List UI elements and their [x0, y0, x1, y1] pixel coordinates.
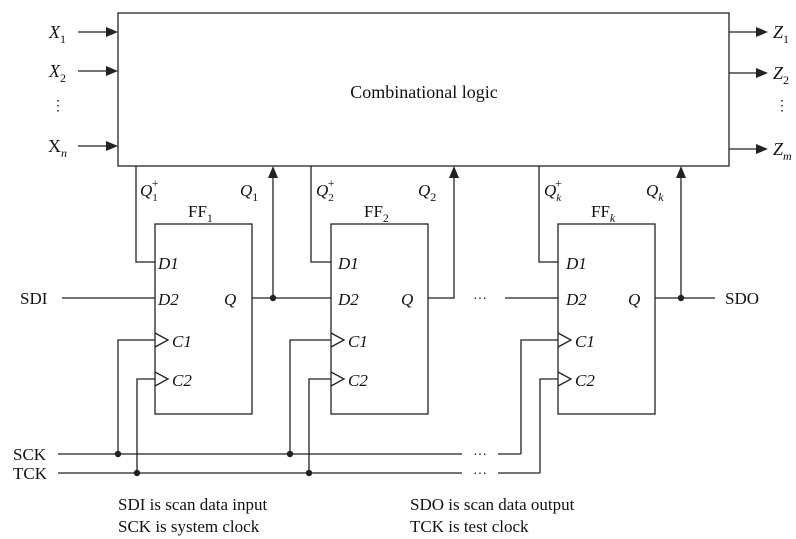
clock-wires: [58, 339, 558, 477]
svg-text:Q: Q: [224, 290, 236, 309]
svg-text:D1: D1: [565, 254, 587, 273]
chain-ellipsis: ···: [473, 292, 487, 307]
svg-text:C2: C2: [575, 371, 595, 390]
svg-text:D2: D2: [337, 290, 359, 309]
flipflop-2: FF2 D1 D2 Q C1 C2 Q2+ Q2: [310, 166, 436, 415]
combinational-logic-label: Combinational logic: [350, 82, 497, 102]
legend-sdo: SDO is scan data output: [410, 495, 575, 514]
combinational-logic-block: [117, 12, 730, 167]
ff1-title: FF1: [188, 202, 213, 225]
legend-sdi: SDI is scan data input: [118, 495, 267, 514]
legend-sck: SCK is system clock: [118, 517, 260, 536]
ff2-next-state: Q2+: [316, 176, 335, 204]
svg-text:Q: Q: [401, 290, 413, 309]
input-x1: X1: [48, 22, 118, 46]
svg-text:Q: Q: [628, 290, 640, 309]
ff2-state: Q2: [418, 181, 436, 204]
output-z1: Z1: [729, 22, 789, 46]
svg-text:D2: D2: [157, 290, 179, 309]
scan-chain-wires: [62, 166, 715, 302]
ffk-next-state: Qk+: [544, 176, 562, 204]
tck-label: TCK: [13, 464, 48, 483]
svg-text:Z1: Z1: [773, 22, 789, 46]
output-ellipsis: ⋮: [775, 99, 789, 114]
svg-text:Zm: Zm: [773, 139, 792, 163]
sck-label: SCK: [13, 445, 47, 464]
svg-text:C2: C2: [172, 371, 192, 390]
svg-text:X2: X2: [48, 61, 66, 85]
svg-text:C2: C2: [348, 371, 368, 390]
ffk-title: FFk: [591, 202, 616, 225]
input-xn: Xn: [48, 136, 118, 160]
svg-text:X1: X1: [48, 22, 66, 46]
legend-tck: TCK is test clock: [410, 517, 529, 536]
flipflop-1: FF1 D1 D2 Q C1 C2 Q1+ Q1: [135, 166, 258, 415]
tck-ellipsis: ···: [473, 467, 487, 482]
input-ellipsis: ⋮: [51, 99, 65, 114]
svg-text:C1: C1: [348, 332, 368, 351]
sdo-label: SDO: [725, 289, 759, 308]
svg-text:Z2: Z2: [773, 63, 789, 87]
svg-text:D1: D1: [157, 254, 179, 273]
svg-text:Xn: Xn: [48, 136, 67, 160]
svg-text:D2: D2: [565, 290, 587, 309]
input-x2: X2: [48, 61, 118, 85]
sck-ellipsis: ···: [473, 448, 487, 463]
flipflop-k: FFk D1 D2 Q C1 C2 Qk+ Qk: [538, 166, 664, 415]
svg-text:C1: C1: [172, 332, 192, 351]
ff1-next-state: Q1+: [140, 176, 159, 204]
sdi-label: SDI: [20, 289, 48, 308]
ff1-state: Q1: [240, 181, 258, 204]
output-zm: Zm: [729, 139, 792, 163]
svg-text:C1: C1: [575, 332, 595, 351]
ffk-state: Qk: [646, 181, 664, 204]
output-z2: Z2: [729, 63, 789, 87]
svg-text:D1: D1: [337, 254, 359, 273]
ff2-title: FF2: [364, 202, 389, 225]
